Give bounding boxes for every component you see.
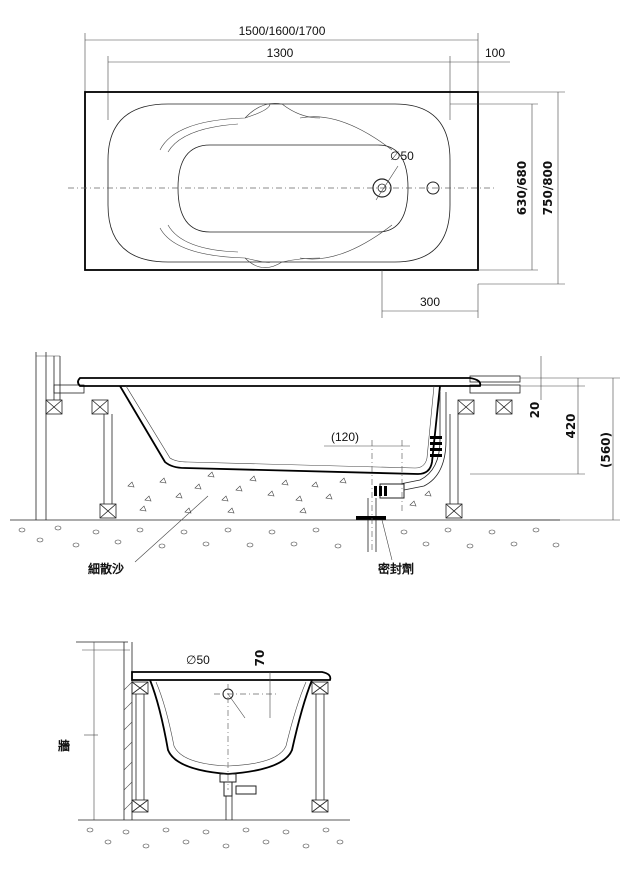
wall-label: 牆 — [58, 738, 70, 753]
gravel-side — [18, 525, 560, 549]
tub-body-side — [119, 385, 441, 475]
sand-label: 細散沙 — [88, 561, 124, 576]
basin-floor — [177, 144, 409, 233]
drain-offset-side-label: (120) — [331, 430, 359, 444]
end-drain-diameter-label: ∅50 — [186, 653, 210, 667]
side-view: (120) 20 420 (560) — [10, 352, 620, 576]
wall-hatch — [123, 681, 133, 811]
tub-rim-end — [131, 671, 332, 681]
end-view: 牆 ∅50 70 — [58, 641, 350, 849]
tub-rim-side — [77, 377, 482, 387]
sand-fill — [127, 471, 432, 514]
overall-width-label: 750/800 — [541, 161, 555, 215]
inner-depth-label: 420 — [564, 413, 578, 438]
sand-leader — [134, 495, 209, 563]
top-view: 1500/1600/1700 1300 100 ∅50 — [68, 24, 565, 318]
drain-offset-label: 300 — [420, 295, 440, 309]
gravel-end — [86, 827, 344, 849]
rim-thickness-label: 20 — [528, 402, 542, 419]
tub-outline-top — [84, 91, 479, 271]
sealant-label: 密封劑 — [378, 561, 414, 576]
end-offset-label: 100 — [485, 46, 505, 60]
overflow-hole — [426, 181, 440, 195]
inner-width-label: 630/680 — [515, 161, 529, 215]
sealant-leader — [381, 519, 393, 561]
drain-hole — [372, 178, 392, 198]
inner-length-label: 1300 — [267, 46, 294, 60]
total-height-label: (560) — [599, 432, 613, 468]
basin-outline — [107, 103, 451, 263]
overall-length-label: 1500/1600/1700 — [239, 24, 326, 38]
drain-depth-label: 70 — [253, 650, 267, 667]
top-drain-diameter-label: ∅50 — [390, 149, 414, 163]
